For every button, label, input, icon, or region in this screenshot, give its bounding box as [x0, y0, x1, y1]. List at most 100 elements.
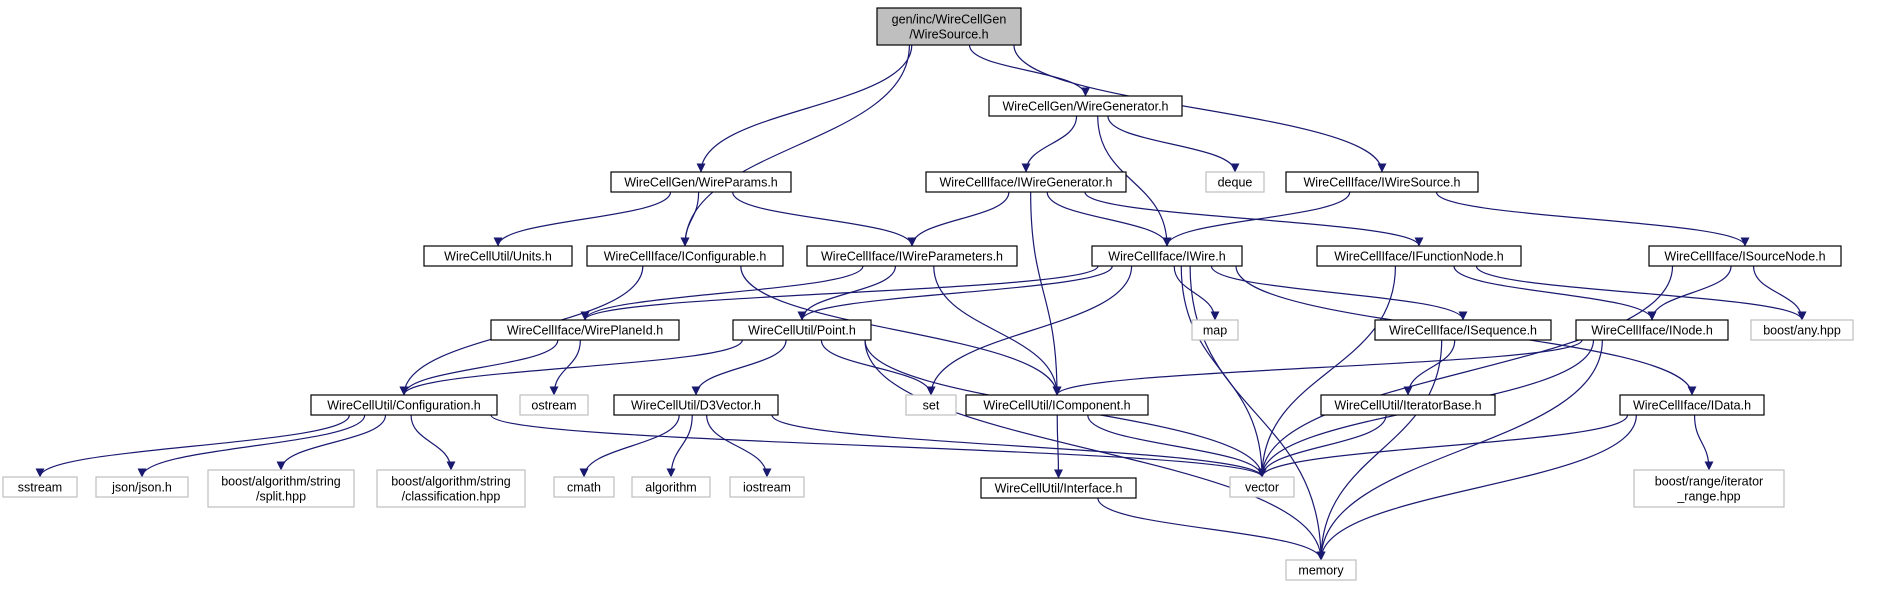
node-cmath: cmath: [553, 476, 615, 498]
edge-interface-to-memory: [1097, 497, 1326, 561]
node-box-ifunctionnode: [1316, 245, 1522, 267]
edge-isourcenode-to-boostany: [1752, 265, 1807, 321]
node-map: map: [1191, 319, 1239, 341]
node-wiregenerator[interactable]: WireCellGen/WireGenerator.h: [988, 95, 1183, 117]
node-label-interface: WireCellUtil/Interface.h: [995, 482, 1123, 496]
node-label-map: map: [1203, 324, 1227, 338]
node-label-iteratorbase: WireCellUtil/IteratorBase.h: [1334, 399, 1481, 413]
edge-icomponent-to-interface: [1053, 414, 1063, 479]
node-iconfigurable[interactable]: WireCellIface/IConfigurable.h: [586, 245, 784, 267]
node-box-classification: [376, 469, 526, 508]
node-iwire[interactable]: WireCellIface/IWire.h: [1091, 245, 1243, 267]
node-label-iostream: iostream: [743, 481, 791, 495]
node-iwiresource[interactable]: WireCellIface/IWireSource.h: [1285, 171, 1479, 193]
node-label-iwiresource: WireCellIface/IWireSource.h: [1304, 176, 1461, 190]
edge-wireparams-to-iconfigurable: [680, 191, 700, 247]
edge-iwiregenerator-to-icomponent: [1030, 191, 1062, 396]
node-box-set: [905, 394, 957, 416]
edge-icomponent-to-vector: [1087, 414, 1267, 478]
node-box-cmath: [553, 476, 615, 498]
node-ifunctionnode[interactable]: WireCellIface/IFunctionNode.h: [1316, 245, 1522, 267]
node-box-iostream: [729, 476, 805, 498]
node-set: set: [905, 394, 957, 416]
edge-configuration-to-json: [137, 414, 366, 478]
node-box-map: [1191, 319, 1239, 341]
node-label-wireparams: WireCellGen/WireParams.h: [624, 176, 778, 190]
node-icomponent[interactable]: WireCellUtil/IComponent.h: [965, 394, 1149, 416]
edge-idata-to-iteratorrange: [1693, 414, 1714, 471]
node-box-sstream: [2, 476, 78, 498]
node-box-point: [732, 319, 872, 341]
nodes-layer: gen/inc/WireCellGen/WireSource.hWireCell…: [2, 7, 1854, 581]
node-label-icomponent: WireCellUtil/IComponent.h: [983, 399, 1130, 413]
node-box-isourcenode: [1648, 245, 1842, 267]
node-point[interactable]: WireCellUtil/Point.h: [732, 319, 872, 341]
node-iwireparameters[interactable]: WireCellIface/IWireParameters.h: [806, 245, 1018, 267]
node-idata[interactable]: WireCellIface/IData.h: [1619, 394, 1765, 416]
edge-wireparams-to-iwireparameters: [732, 191, 917, 247]
edge-wireplaneid-to-configuration: [399, 339, 559, 396]
node-root[interactable]: gen/inc/WireCellGen/WireSource.h: [876, 7, 1022, 46]
edge-iwiresource-to-iwire: [1162, 191, 1351, 247]
edges-layer: [35, 44, 1807, 561]
edge-iteratorbase-to-vector: [1257, 414, 1387, 478]
edge-iwire-to-point: [797, 265, 1113, 321]
node-label-ifunctionnode: WireCellIface/IFunctionNode.h: [1334, 250, 1504, 264]
node-interface[interactable]: WireCellUtil/Interface.h: [980, 477, 1137, 499]
edge-point-to-memory: [864, 339, 1326, 561]
node-box-isequence: [1374, 319, 1552, 341]
node-box-iwiregenerator: [925, 171, 1127, 193]
node-split: boost/algorithm/string/split.hpp: [207, 469, 355, 508]
edge-iwire-to-map: [1173, 265, 1220, 321]
node-configuration[interactable]: WireCellUtil/Configuration.h: [310, 394, 498, 416]
node-label-iwireparameters: WireCellIface/IWireParameters.h: [821, 250, 1003, 264]
node-isequence[interactable]: WireCellIface/ISequence.h: [1374, 319, 1552, 341]
edge-wiregenerator-to-iwiregenerator: [1021, 115, 1078, 173]
node-box-iwire: [1091, 245, 1243, 267]
node-box-interface: [980, 477, 1137, 499]
node-box-iteratorrange: [1633, 469, 1785, 508]
node-isourcenode[interactable]: WireCellIface/ISourceNode.h: [1648, 245, 1842, 267]
node-boostany: boost/any.hpp: [1750, 319, 1854, 341]
node-iwiregenerator[interactable]: WireCellIface/IWireGenerator.h: [925, 171, 1127, 193]
node-units[interactable]: WireCellUtil/Units.h: [423, 245, 573, 267]
node-label-set: set: [923, 399, 940, 413]
node-label-iteratorrange: _range.hpp: [1676, 490, 1740, 504]
node-label-root: /WireSource.h: [909, 28, 988, 42]
node-algorithm: algorithm: [631, 476, 711, 498]
edge-d3vector-to-vector: [771, 414, 1267, 478]
node-box-split: [207, 469, 355, 508]
node-box-inode: [1575, 319, 1729, 341]
node-wireplaneid[interactable]: WireCellIface/WirePlaneId.h: [490, 319, 680, 341]
node-label-split: /split.hpp: [256, 490, 306, 504]
node-vector: vector: [1229, 476, 1295, 498]
node-inode[interactable]: WireCellIface/INode.h: [1575, 319, 1729, 341]
edge-wiregenerator-to-iwire: [1097, 115, 1172, 247]
node-d3vector[interactable]: WireCellUtil/D3Vector.h: [613, 394, 779, 416]
node-iteratorbase[interactable]: WireCellUtil/IteratorBase.h: [1320, 394, 1496, 416]
edge-d3vector-to-iostream: [706, 414, 772, 478]
node-box-root: [876, 7, 1022, 46]
edge-ifunctionnode-to-vector: [1257, 265, 1397, 478]
edge-d3vector-to-algorithm: [666, 414, 693, 478]
node-label-isequence: WireCellIface/ISequence.h: [1389, 324, 1537, 338]
node-box-deque: [1205, 171, 1265, 193]
node-label-d3vector: WireCellUtil/D3Vector.h: [631, 399, 761, 413]
node-ostream: ostream: [519, 394, 589, 416]
node-wireparams[interactable]: WireCellGen/WireParams.h: [610, 171, 792, 193]
node-box-units: [423, 245, 573, 267]
node-label-classification: /classification.hpp: [402, 490, 501, 504]
node-label-deque: deque: [1218, 176, 1253, 190]
edge-root-to-wiregenerator: [968, 44, 1090, 97]
edge-iwiregenerator-to-ifunctionnode: [1084, 191, 1424, 247]
node-box-wireplaneid: [490, 319, 680, 341]
edge-inode-to-icomponent: [1052, 339, 1583, 396]
node-label-json: json/json.h: [111, 481, 172, 495]
node-label-isourcenode: WireCellIface/ISourceNode.h: [1664, 250, 1825, 264]
edge-idata-to-vector: [1257, 414, 1629, 478]
node-sstream: sstream: [2, 476, 78, 498]
node-box-ostream: [519, 394, 589, 416]
node-box-json: [95, 476, 189, 498]
node-box-idata: [1619, 394, 1765, 416]
edge-iwire-to-memory: [1189, 265, 1326, 561]
